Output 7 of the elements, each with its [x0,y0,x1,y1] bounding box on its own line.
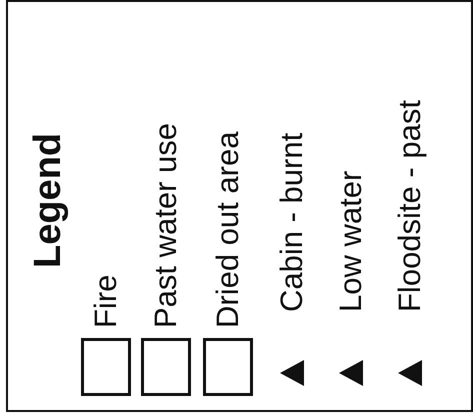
legend-label: Floodsite - past [392,100,428,312]
legend-label: Cabin - burnt [274,132,310,312]
legend-label: Dried out area [210,132,246,328]
legend-title: Legend [26,132,70,268]
legend-label: Fire [88,274,124,328]
legend-label: Past water use [148,122,184,328]
legend-label: Low water [333,170,369,312]
